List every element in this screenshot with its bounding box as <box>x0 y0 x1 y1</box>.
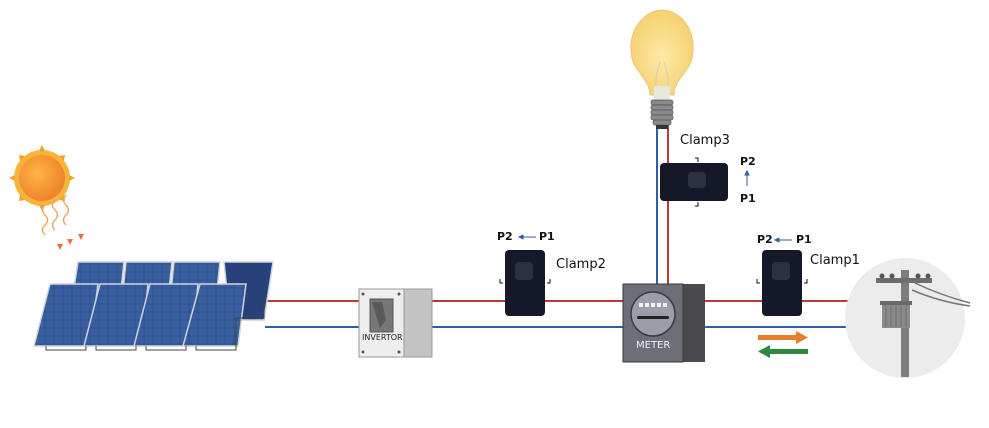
clamp2-p1-label: P1 <box>539 230 555 243</box>
export-flow-arrow <box>758 331 808 344</box>
clamp2-label: Clamp2 <box>556 257 606 272</box>
light-bulb-icon <box>630 9 694 129</box>
inverter-label: INVERTOR <box>362 333 403 342</box>
inverter <box>358 288 433 358</box>
sun-icon <box>9 145 84 250</box>
clamp2-device <box>499 250 551 316</box>
meter-label: METER <box>636 340 671 351</box>
clamp3-p2-label: P2 <box>740 155 756 168</box>
clamp3-label: Clamp3 <box>680 133 730 148</box>
clamp3-device <box>660 157 728 207</box>
energy-meter <box>622 283 705 363</box>
clamp1-p2-label: P2 <box>757 233 773 246</box>
clamp3-direction-arrow <box>744 169 750 186</box>
clamp1-device <box>756 250 808 316</box>
clamp2-direction-arrow <box>517 234 536 240</box>
import-flow-arrow <box>758 345 808 358</box>
utility-pole-grid <box>845 258 971 378</box>
clamp3-p1-label: P1 <box>740 192 756 205</box>
clamp1-label: Clamp1 <box>810 253 860 268</box>
solar-panel-array <box>33 261 274 351</box>
clamp2-p2-label: P2 <box>497 230 513 243</box>
clamp1-p1-label: P1 <box>796 233 812 246</box>
clamp1-direction-arrow <box>773 237 792 243</box>
